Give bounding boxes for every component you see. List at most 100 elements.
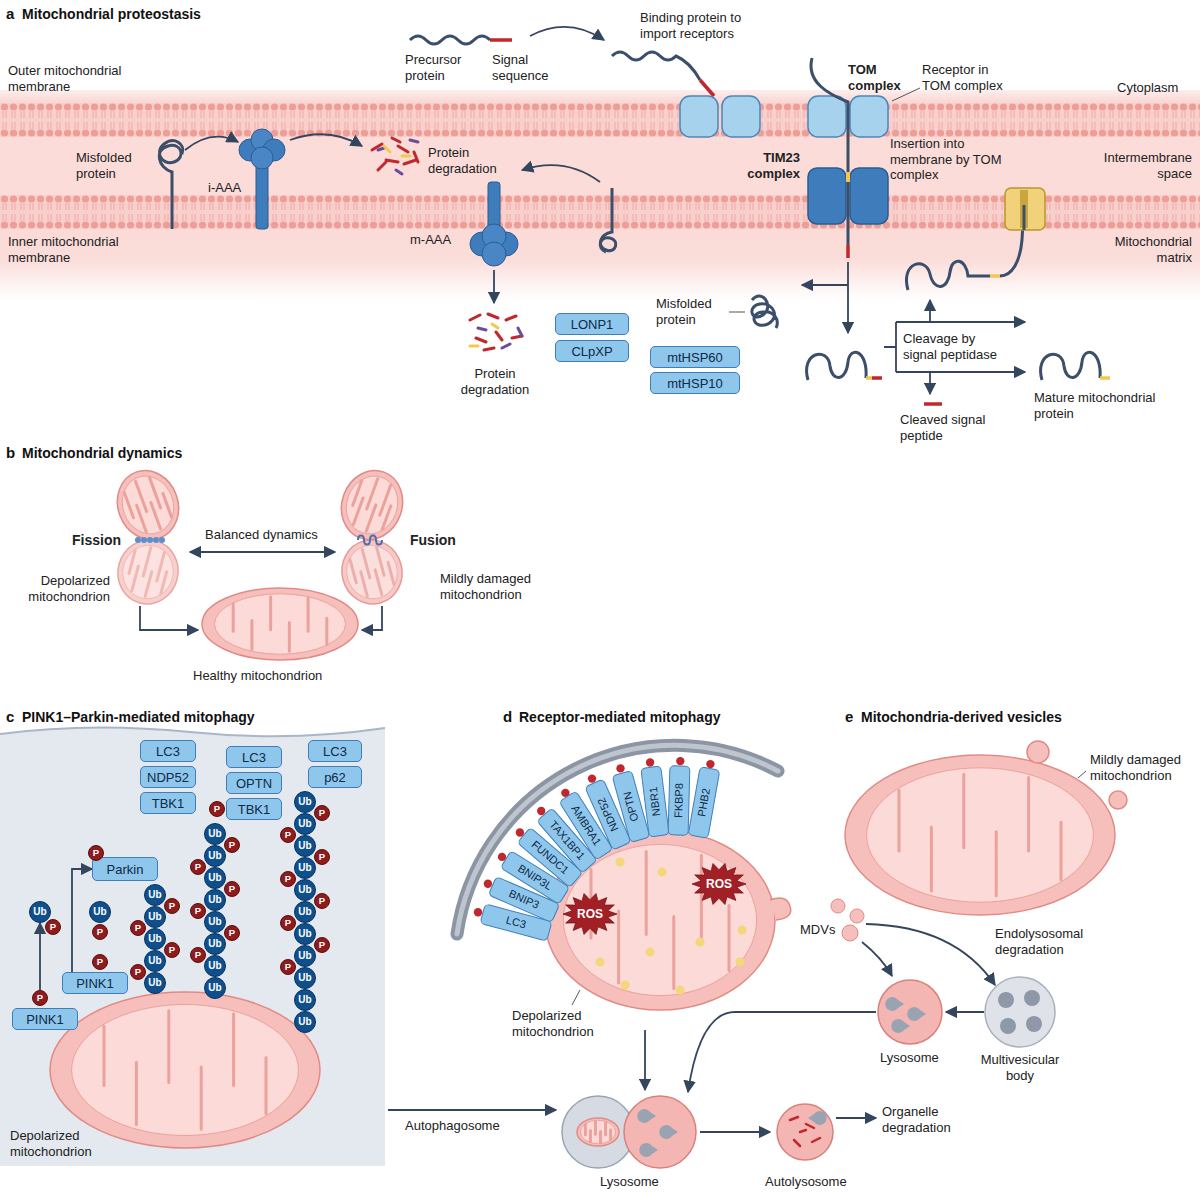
panel-heading: Receptor-mediated mitophagy: [519, 709, 720, 726]
node-text: Ub: [298, 885, 311, 895]
text-label: TIM23 complex: [738, 150, 800, 181]
ubiquitin-circle: Ub: [144, 972, 166, 994]
node-text: Ub: [208, 917, 221, 927]
ubiquitin-circle: Ub: [294, 813, 316, 835]
node-text: Ub: [298, 951, 311, 961]
arrow-connector: [72, 869, 92, 972]
text-label: i-AAA: [208, 180, 241, 196]
text-label: Insertion into membrane by TOM complex: [890, 136, 1002, 183]
ubiquitin-circle: Ub: [204, 823, 226, 845]
text-label: Misfolded protein: [656, 296, 728, 327]
node-text: P: [93, 848, 99, 858]
text-label: Signal sequence: [492, 52, 564, 83]
text-label: Mildly damaged mitochondrion: [440, 571, 552, 602]
node-text: P: [285, 830, 291, 840]
ubiquitin-circle: Ub: [294, 857, 316, 879]
arrow-connector: [39, 923, 41, 990]
node-text: P: [169, 945, 175, 955]
node-text: PHB2: [696, 787, 712, 817]
node-text: P: [285, 962, 291, 972]
node-text: PINK1: [76, 977, 114, 990]
receptor-box: PHB2: [687, 766, 720, 839]
node-text: Ub: [298, 797, 311, 807]
ros-starburst: ROS: [563, 893, 617, 935]
panel-letter: e: [845, 708, 853, 726]
node-text: P: [135, 923, 141, 933]
phosphate-circle: P: [190, 859, 206, 875]
node-text: Ub: [208, 873, 221, 883]
ubiquitin-circle: Ub: [294, 945, 316, 967]
phosphate-circle: P: [314, 849, 330, 865]
protein-box: PINK1: [62, 972, 128, 994]
phosphate-circle: P: [92, 954, 108, 970]
node-text: P: [37, 993, 43, 1003]
text-label: Healthy mitochondrion: [193, 668, 322, 684]
node-text: P: [135, 967, 141, 977]
phosphate-circle: P: [164, 898, 180, 914]
panel-heading: Mitochondrial dynamics: [22, 445, 182, 462]
node-text: p62: [324, 771, 346, 784]
node-text: Ub: [148, 912, 161, 922]
text-label: MDVs: [800, 922, 835, 938]
text-label: Intermembrane space: [1080, 150, 1192, 181]
node-text: FKBP8: [673, 782, 685, 817]
receptor-dot: [676, 757, 684, 765]
node-text: P: [229, 928, 235, 938]
node-text: ROS: [706, 878, 732, 890]
phosphate-circle: P: [280, 915, 296, 931]
node-text: P: [319, 940, 325, 950]
text-label: Autolysosome: [765, 1174, 847, 1190]
protein-box: CLpXP: [555, 340, 629, 362]
node-text: PINK1: [26, 1013, 64, 1026]
phosphate-circle: P: [88, 845, 104, 861]
panel-letter: a: [6, 5, 14, 23]
panel-heading: PINK1–Parkin-mediated mitophagy: [22, 709, 255, 726]
node-text: P: [319, 808, 325, 818]
node-text: P: [285, 874, 291, 884]
ubiquitin-circle: Ub: [204, 933, 226, 955]
node-text: NBR1: [648, 786, 662, 816]
protein-box: LC3: [308, 740, 362, 762]
text-label: Mature mitochondrial protein: [1034, 390, 1176, 421]
ubiquitin-circle: Ub: [144, 906, 166, 928]
ubiquitin-circle: Ub: [294, 989, 316, 1011]
node-text: P: [229, 884, 235, 894]
node-text: P: [97, 957, 103, 967]
text-label: Depolarized mitochondrion: [10, 1128, 120, 1159]
ubiquitin-circle: Ub: [294, 791, 316, 813]
node-text: CLpXP: [571, 345, 612, 358]
node-text: Ub: [298, 1017, 311, 1027]
ubiquitin-circle: Ub: [294, 901, 316, 923]
node-text: mtHSP10: [667, 377, 723, 390]
protein-box: p62: [308, 766, 362, 788]
node-text: P: [97, 927, 103, 937]
node-text: P: [229, 840, 235, 850]
phosphate-circle: P: [314, 805, 330, 821]
node-text: Ub: [148, 890, 161, 900]
text-label: Receptor in TOM complex: [922, 62, 1017, 93]
ubiquitin-circle: Ub: [294, 879, 316, 901]
node-text: Ub: [298, 841, 311, 851]
phosphate-circle: P: [280, 827, 296, 843]
node-text: P: [319, 896, 325, 906]
node-text: Ub: [208, 851, 221, 861]
node-text: P: [195, 906, 201, 916]
text-label: Cleavage by signal peptidase: [903, 331, 1008, 362]
text-label: Cleaved signal peptide: [900, 412, 1008, 443]
node-text: Ub: [148, 978, 161, 988]
phosphate-circle: P: [190, 903, 206, 919]
node-text: TBK1: [152, 797, 185, 810]
phosphate-circle: P: [280, 871, 296, 887]
node-text: Ub: [298, 863, 311, 873]
text-label: Fission: [72, 532, 121, 549]
ubiquitin-circle: Ub: [204, 955, 226, 977]
text-label: Endolysosomal degradation: [995, 926, 1105, 957]
node-text: Ub: [298, 907, 311, 917]
node-text: Ub: [93, 907, 106, 917]
text-label: Outer mitochondrial membrane: [8, 63, 143, 94]
text-label: Lysosome: [880, 1050, 939, 1066]
phosphate-circle: P: [130, 964, 146, 980]
